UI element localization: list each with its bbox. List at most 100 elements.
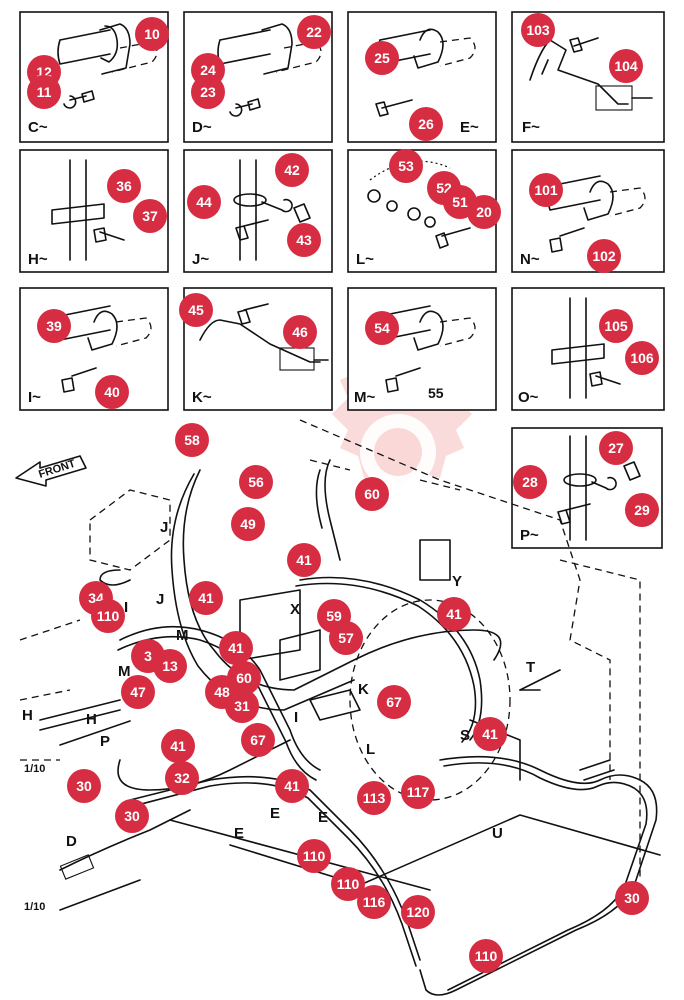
scale-label-bottom: 1/10 (24, 901, 45, 913)
view-letter-k: K (358, 681, 369, 698)
callout-number: 28 (522, 474, 538, 490)
callout-circle (357, 885, 391, 919)
callout-circle (521, 13, 555, 47)
detail-label-p: P~ (520, 527, 539, 544)
callout-number: 30 (124, 808, 140, 824)
callout-i-39: 39 (37, 309, 71, 343)
callout-number: 67 (250, 732, 266, 748)
callout-circle (283, 315, 317, 349)
callout-number: 41 (228, 640, 244, 656)
callout-number: 102 (592, 248, 616, 264)
callout-c-11: 11 (27, 75, 61, 109)
callout-l-53: 53 (389, 149, 423, 183)
callout-number: 27 (608, 440, 624, 456)
callout-circle (231, 507, 265, 541)
callout-number: 30 (76, 778, 92, 794)
callout-number: 58 (184, 432, 200, 448)
callout-main-67: 67 (241, 723, 275, 757)
callout-e-26: 26 (409, 107, 443, 141)
callout-main-110: 110 (331, 867, 365, 901)
view-letter-h: H (22, 707, 33, 724)
callout-circle (241, 723, 275, 757)
callout-number: 59 (326, 608, 342, 624)
callout-number: 37 (142, 208, 158, 224)
callout-number: 110 (97, 608, 120, 624)
callout-circle (91, 599, 125, 633)
callout-main-57: 57 (329, 621, 363, 655)
callout-circle (587, 239, 621, 273)
callout-number: 49 (240, 516, 256, 532)
view-letter-i: I (294, 709, 298, 726)
callout-number: 120 (406, 904, 430, 920)
callout-circle (615, 881, 649, 915)
view-letter-e: E (270, 805, 280, 822)
callout-number: 57 (338, 630, 354, 646)
callout-circle (219, 631, 253, 665)
detail-view-i: I~ (19, 287, 169, 411)
callout-number: 42 (284, 162, 300, 178)
detail-label-e: E~ (460, 119, 479, 136)
view-letter-j: J (156, 591, 164, 608)
callout-circle (365, 41, 399, 75)
callout-main-30: 30 (67, 769, 101, 803)
callout-number: 20 (476, 204, 492, 220)
callout-main-41: 41 (473, 717, 507, 751)
callout-circle (329, 621, 363, 655)
callout-f-103: 103 (521, 13, 555, 47)
callout-number: 24 (200, 62, 216, 78)
callout-number: 25 (374, 50, 390, 66)
callout-number: 41 (446, 606, 462, 622)
callout-main-117: 117 (401, 775, 435, 809)
callout-circle (165, 761, 199, 795)
view-letter-x: X (290, 601, 300, 618)
callout-main-49: 49 (231, 507, 265, 541)
detail-label-k: K~ (192, 389, 212, 406)
callout-c-10: 10 (135, 17, 169, 51)
detail-label-d: D~ (192, 119, 212, 136)
callout-i-40: 40 (95, 375, 129, 409)
callout-p-29: 29 (625, 493, 659, 527)
callout-number: 13 (162, 658, 178, 674)
callout-main-41: 41 (275, 769, 309, 803)
view-letter-e: E (318, 809, 328, 826)
callout-circle (189, 581, 223, 615)
view-letter-j: J (160, 519, 168, 536)
callout-number: 22 (306, 24, 322, 40)
detail-label-o: O~ (518, 389, 539, 406)
view-letter-l: L (366, 741, 375, 758)
view-letter-h: H (86, 711, 97, 728)
callout-k-46: 46 (283, 315, 317, 349)
callout-main-58: 58 (175, 423, 209, 457)
callout-number: 41 (170, 738, 186, 754)
callout-main-30: 30 (615, 881, 649, 915)
callout-number: 67 (386, 694, 402, 710)
callout-circle (37, 309, 71, 343)
view-letter-e: E (234, 825, 244, 842)
callout-circle (625, 341, 659, 375)
callout-number: 106 (630, 350, 654, 366)
callout-main-41: 41 (287, 543, 321, 577)
callout-main-110: 110 (469, 939, 503, 973)
callout-number: 116 (363, 894, 386, 910)
view-letter-d: D (66, 833, 77, 850)
callout-circle (437, 597, 471, 631)
callout-main-110: 110 (297, 839, 331, 873)
callout-j-44: 44 (187, 185, 221, 219)
callout-number: 41 (296, 552, 312, 568)
callout-k-45: 45 (179, 293, 213, 327)
callout-circle (115, 799, 149, 833)
callout-main-60: 60 (355, 477, 389, 511)
callout-number: 53 (398, 158, 414, 174)
callout-circle (27, 75, 61, 109)
detail-label-j: J~ (192, 251, 209, 268)
callout-number: 60 (236, 670, 252, 686)
part-number-55: 55 (428, 385, 444, 401)
callout-main-41: 41 (161, 729, 195, 763)
callout-circle (365, 311, 399, 345)
callout-circle (175, 423, 209, 457)
callout-main-67: 67 (377, 685, 411, 719)
callout-circle (153, 649, 187, 683)
callout-circle (121, 675, 155, 709)
